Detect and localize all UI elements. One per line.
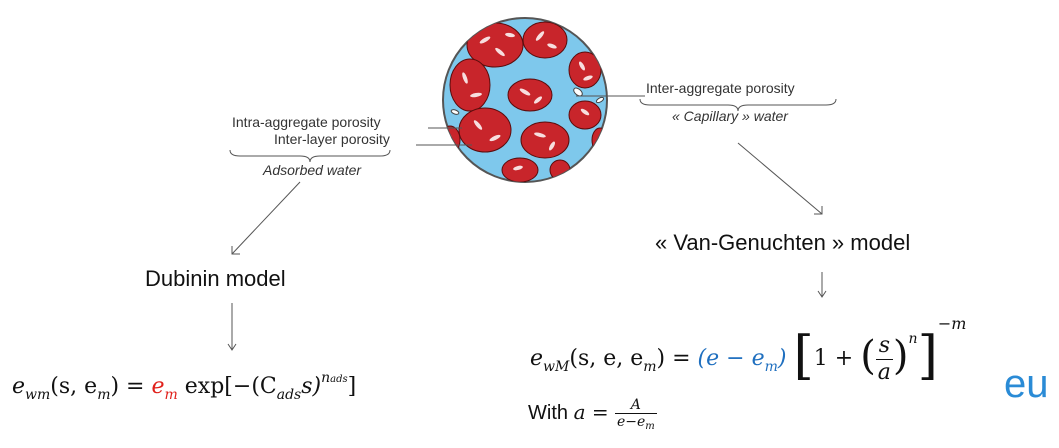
inter-aggregate-label: Inter-aggregate porosity <box>646 80 795 96</box>
partial-logo: eu <box>1004 362 1049 406</box>
dubinin-equation: ewm(s, em) = em exp[−(Cadss)nads] <box>12 370 357 403</box>
dubinin-model-title: Dubinin model <box>145 266 286 291</box>
intra-aggregate-label: Intra-aggregate porosity <box>232 114 381 130</box>
adsorbed-water-label: Adsorbed water <box>263 162 362 178</box>
e-minus-em-highlight: (e − em) <box>697 346 787 375</box>
aggregates <box>443 21 607 182</box>
van-genuchten-model-title: « Van-Genuchten » model <box>655 230 911 255</box>
inter-layer-label: Inter-layer porosity <box>274 131 390 147</box>
capillary-water-label: « Capillary » water <box>672 108 788 124</box>
em-highlight: em <box>151 374 178 403</box>
